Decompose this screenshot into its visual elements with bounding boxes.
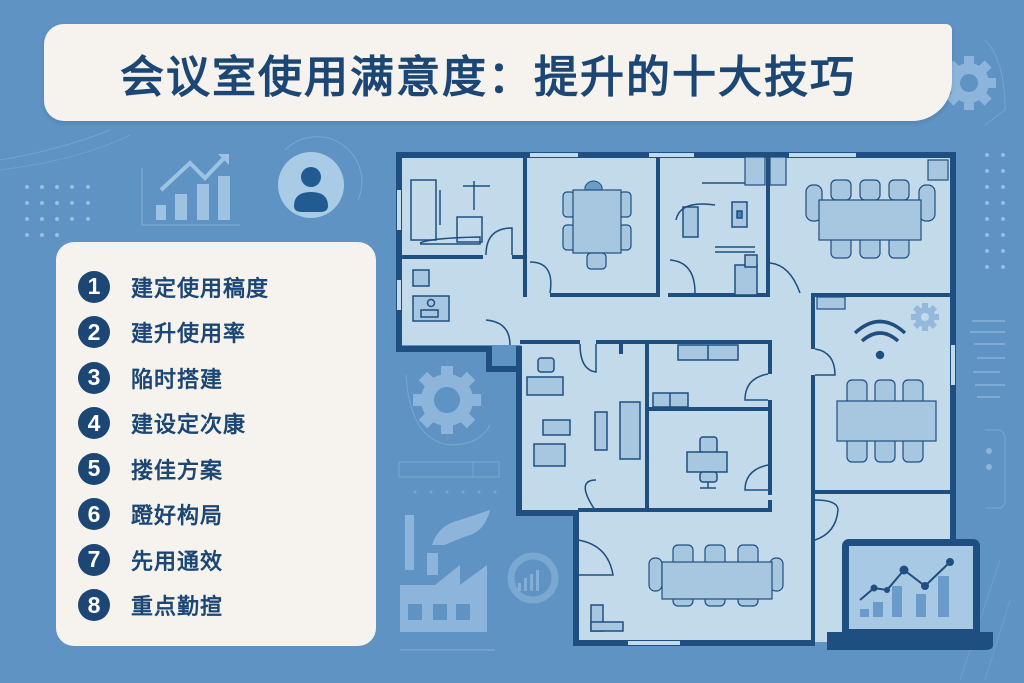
donut-chart-icon [507, 552, 559, 604]
bar-chart-trend-icon [141, 154, 240, 226]
number-badge: 6 [78, 498, 110, 531]
dot-grid-left [25, 185, 90, 237]
tip-label: 建设定次康 [131, 413, 247, 439]
tip-label: 重点勤揎 [131, 595, 224, 621]
tip-label: 建定使用稿度 [131, 276, 270, 302]
page-title: 会议室使用满意度：提升的十大技巧 [120, 51, 856, 103]
tip-label: 先用通效 [131, 549, 224, 575]
tips-list-card: 1 建定使用稿度 2 建升使用率 3 陥时搭建 4 建设定次康 5 搂佳方案 6… [56, 242, 376, 646]
wifi-icon [853, 319, 907, 360]
number-badge: 4 [78, 407, 110, 440]
number-badge: 1 [78, 270, 110, 303]
decorative-lines-right [970, 320, 1005, 398]
number-badge: 5 [78, 452, 110, 485]
laptop-chart-icon [827, 539, 993, 650]
number-badge: 2 [78, 316, 110, 349]
gear-icon-top-right [942, 56, 996, 110]
number-badge: 7 [78, 543, 110, 576]
list-item: 2 建升使用率 [78, 310, 376, 356]
list-item: 7 先用通效 [78, 537, 376, 583]
tip-label: 建升使用率 [131, 322, 247, 348]
tip-label: 陥时搭建 [131, 367, 224, 393]
list-item: 4 建设定次康 [78, 401, 376, 447]
title-banner: 会议室使用满意度：提升的十大技巧 [44, 24, 952, 121]
list-item: 8 重点勤揎 [78, 583, 376, 629]
tip-label: 搂佳方案 [131, 458, 224, 484]
user-avatar-icon [278, 136, 363, 218]
tip-label: 蹬好构局 [131, 504, 224, 530]
list-item: 6 蹬好构局 [78, 492, 376, 538]
dot-grid-right [985, 153, 1005, 269]
list-item: 5 搂佳方案 [78, 446, 376, 492]
list-item: 1 建定使用稿度 [78, 264, 376, 310]
number-badge: 3 [78, 361, 110, 394]
factory-icon [400, 510, 490, 632]
number-badge: 8 [78, 589, 110, 622]
list-item: 3 陥时搭建 [78, 355, 376, 401]
